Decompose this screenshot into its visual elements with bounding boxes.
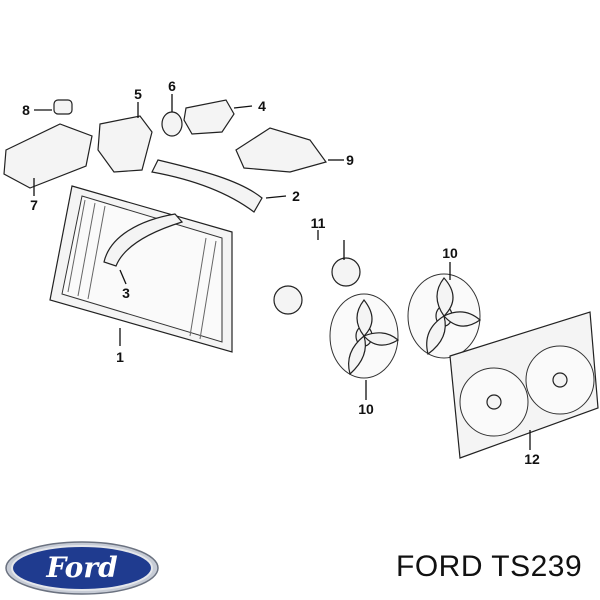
callouts: 1 2 3 4 5 6 7 8 9 10 10 11 12	[22, 78, 540, 467]
cooling-fan-part	[407, 273, 481, 359]
callout-4: 4	[258, 98, 266, 114]
callout-12: 12	[524, 451, 540, 467]
thermostat-housing-part	[97, 115, 153, 173]
reservoir-tank-part	[3, 123, 93, 189]
svg-text:Ford: Ford	[45, 551, 117, 584]
callout-5: 5	[134, 86, 142, 102]
callout-10-lower: 10	[358, 401, 374, 417]
part-number-caption: FORD TS239	[396, 550, 583, 583]
ford-logo-icon: Ford	[5, 541, 159, 595]
callout-2: 2	[292, 188, 300, 204]
reservoir-cap-part	[53, 99, 73, 115]
fan-hub-part	[273, 285, 303, 315]
gasket-part	[161, 111, 183, 137]
water-pump-part	[235, 127, 327, 173]
upper-hose-part	[151, 159, 263, 213]
callout-7: 7	[30, 197, 38, 213]
callout-6: 6	[168, 78, 176, 94]
fan-shroud-part	[449, 311, 599, 459]
callout-1: 1	[116, 349, 124, 365]
callout-3: 3	[122, 285, 130, 301]
callout-11: 11	[311, 215, 326, 231]
water-outlet-part	[183, 99, 235, 135]
lower-hose-part	[103, 213, 184, 267]
callout-8: 8	[22, 102, 30, 118]
cooling-fan-part	[329, 293, 400, 379]
radiator-part	[49, 185, 233, 353]
fan-clutch-part	[331, 257, 361, 287]
callout-10-upper: 10	[442, 245, 458, 261]
leader-lines	[33, 94, 531, 450]
callout-9: 9	[346, 152, 354, 168]
